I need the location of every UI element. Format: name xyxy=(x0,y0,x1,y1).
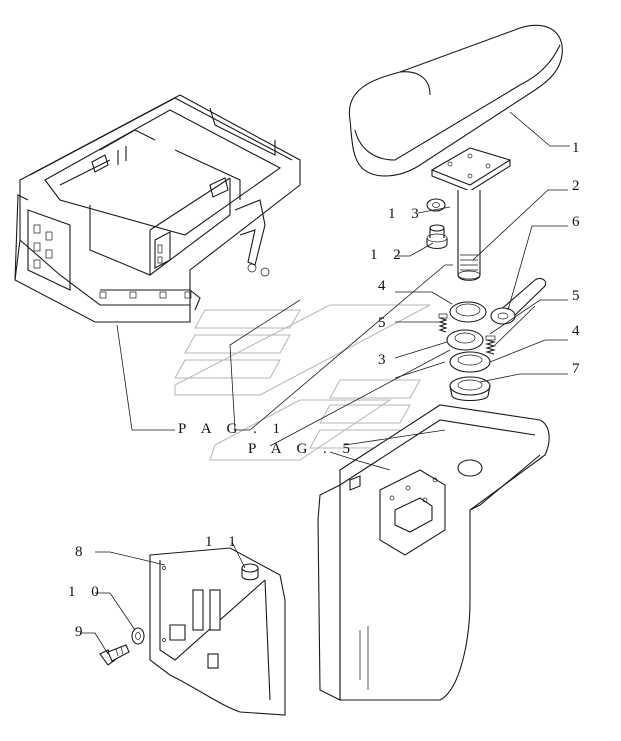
screw-part-11 xyxy=(241,563,259,581)
spring-part-5-left xyxy=(438,313,448,333)
page-reference-5: P A G . 5 xyxy=(248,441,356,457)
callout-4-lower: 4 xyxy=(572,323,586,339)
lower-ring-part-4 xyxy=(449,351,491,373)
callout-6: 6 xyxy=(572,214,586,230)
bolt-part-12 xyxy=(426,224,448,250)
callout-7: 7 xyxy=(572,361,586,377)
washer-part-10 xyxy=(131,627,145,645)
locking-lever-part-6 xyxy=(490,277,547,325)
spring-part-5-right xyxy=(484,335,497,355)
callout-11: 1 1 xyxy=(205,534,242,550)
callout-3: 3 xyxy=(378,352,392,368)
bolt-part-9 xyxy=(99,644,130,666)
callout-2: 2 xyxy=(572,178,586,194)
chassis-frame-assembly xyxy=(14,94,301,323)
callout-4-upper: 4 xyxy=(378,278,392,294)
washer-part-13 xyxy=(426,198,446,212)
leader-lines xyxy=(80,111,570,655)
armrest-cushion xyxy=(348,24,563,177)
page-reference-1: P A G . 1 xyxy=(178,421,286,437)
armrest-console-housing xyxy=(317,404,550,701)
side-panel-part-8 xyxy=(149,547,286,716)
callout-12: 1 2 xyxy=(370,247,407,263)
armrest-post-assembly xyxy=(430,147,512,281)
callout-5-left: 5 xyxy=(378,315,392,331)
page-reference-lines xyxy=(116,264,453,471)
callout-9: 9 xyxy=(75,624,89,640)
cam-ring-part-3 xyxy=(446,329,484,351)
callout-8: 8 xyxy=(75,544,89,560)
callout-1: 1 xyxy=(572,140,586,156)
callout-5-right: 5 xyxy=(572,288,586,304)
upper-ring-part-4 xyxy=(449,301,487,323)
base-bushing-part-7 xyxy=(449,376,491,402)
callout-13: 1 3 xyxy=(388,206,425,222)
callout-10: 1 0 xyxy=(68,584,105,600)
